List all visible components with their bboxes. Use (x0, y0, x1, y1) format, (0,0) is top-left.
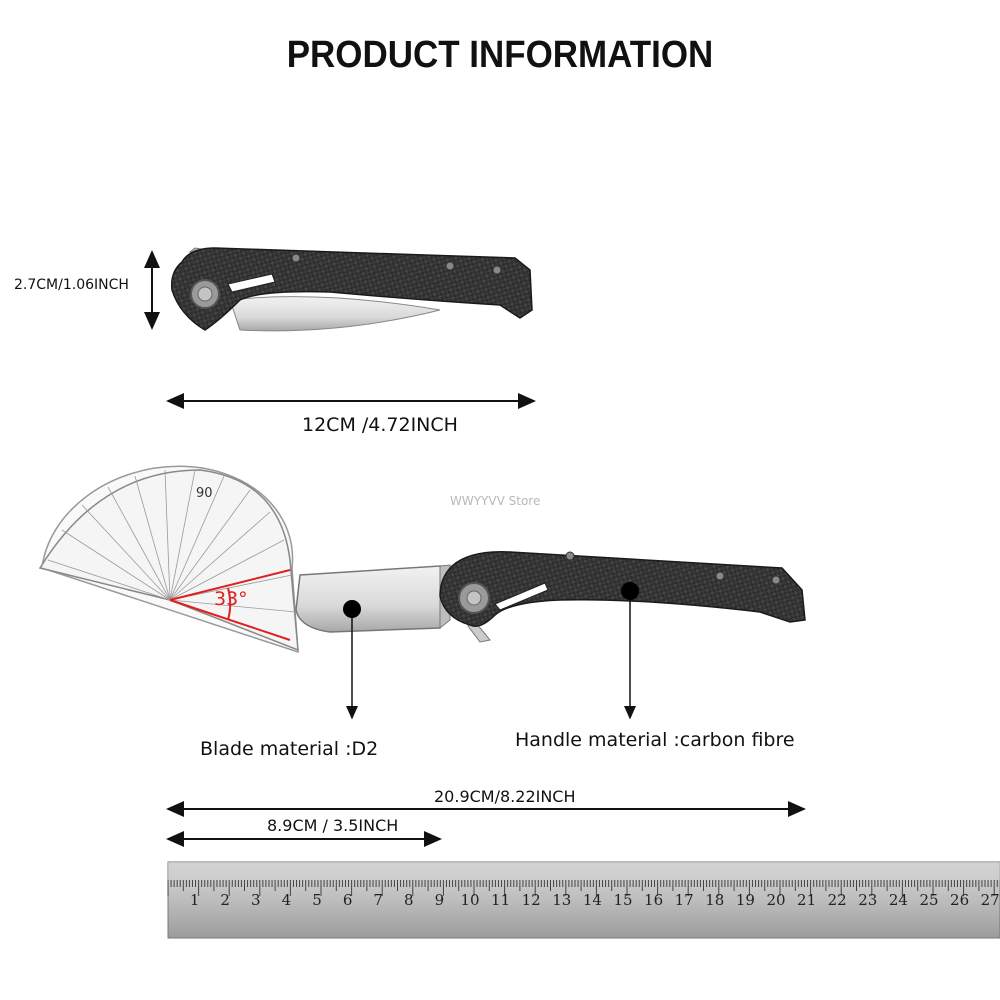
ruler-number: 3 (251, 891, 261, 909)
ruler-number: 18 (705, 891, 724, 909)
ruler-number: 15 (613, 891, 632, 909)
blade-length-label: 8.9CM / 3.5INCH (267, 816, 399, 835)
closed-knife (170, 247, 533, 332)
ruler-number: 20 (766, 891, 785, 909)
ruler-number: 13 (552, 891, 571, 909)
ruler-number: 4 (282, 891, 292, 909)
blade-material-label: Blade material :D2 (200, 738, 379, 760)
page-title: PRODUCT INFORMATION (286, 34, 714, 76)
ruler-number: 22 (828, 891, 847, 909)
ruler-number: 17 (675, 891, 694, 909)
blade-pointer-dot (343, 600, 361, 618)
protractor (38, 465, 299, 654)
store-watermark: WWYYVV Store (450, 494, 541, 508)
handle-material-label: Handle material :carbon fibre (515, 729, 795, 751)
ruler-number: 14 (583, 891, 602, 909)
ruler-number: 10 (460, 891, 479, 909)
ruler-number: 24 (889, 891, 908, 909)
ruler-number: 11 (491, 891, 510, 909)
handle-pointer-dot (621, 582, 639, 600)
ruler-number: 26 (950, 891, 969, 909)
ruler-number: 6 (343, 891, 353, 909)
ruler-number: 21 (797, 891, 816, 909)
ruler-number: 7 (373, 891, 383, 909)
ruler-number: 5 (312, 891, 322, 909)
closed-length-label: 12CM /4.72INCH (302, 414, 458, 436)
ruler-number: 2 (220, 891, 230, 909)
overall-length-label: 20.9CM/8.22INCH (434, 787, 576, 806)
ruler-number: 25 (919, 891, 938, 909)
ruler-number: 16 (644, 891, 663, 909)
closed-height-label: 2.7CM/1.06INCH (14, 277, 129, 293)
ruler-number: 27 (981, 891, 1000, 909)
angle-label: 33° (214, 588, 248, 610)
ruler-number: 8 (404, 891, 414, 909)
ruler-number: 23 (858, 891, 877, 909)
ruler-number: 9 (435, 891, 445, 909)
ruler-number: 1 (190, 891, 200, 909)
ruler-number: 12 (522, 891, 541, 909)
ruler-number: 19 (736, 891, 755, 909)
open-knife (295, 551, 806, 643)
protractor-90-mark: 90 (196, 486, 213, 501)
